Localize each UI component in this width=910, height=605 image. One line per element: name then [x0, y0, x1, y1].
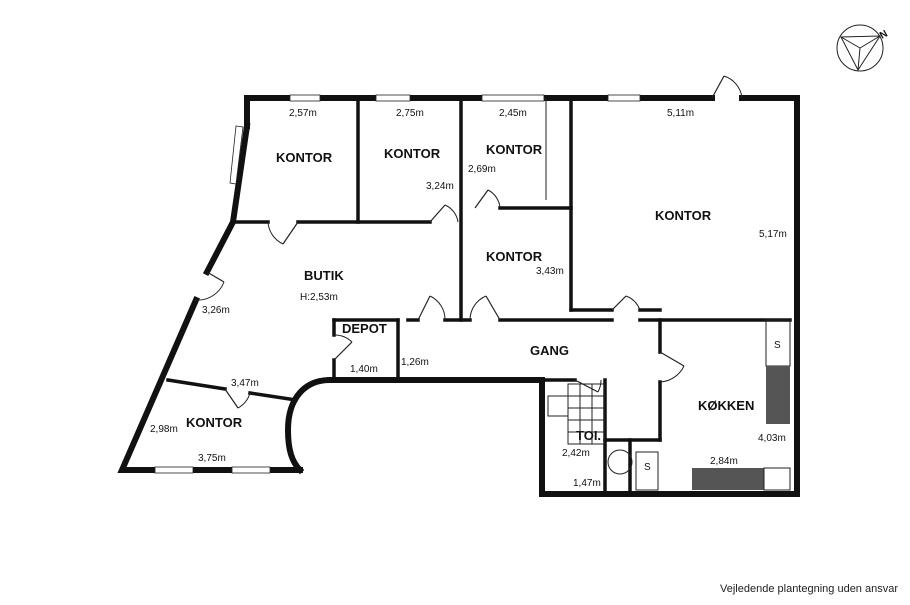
dimension-label: 4,03m	[758, 433, 786, 444]
door	[206, 271, 225, 283]
dimension-label: 2,45m	[499, 108, 527, 119]
door	[711, 75, 725, 99]
dimension-label: 2,42m	[562, 448, 590, 459]
room-label-toilet: TOI.	[576, 428, 601, 443]
dimension-labels: 2,57m 2,75m 2,45m 5,11m 3,24m 2,69m 5,17…	[150, 108, 787, 489]
door	[611, 295, 627, 311]
room-label-kontor: KONTOR	[276, 150, 333, 165]
room-label-gang: GANG	[530, 343, 569, 358]
room-label-kontor: KONTOR	[186, 415, 243, 430]
room-label-depot: DEPOT	[342, 321, 387, 336]
kitchen-counter	[692, 468, 764, 490]
dimension-label: 3,24m	[426, 181, 454, 192]
room-label-kontor: KONTOR	[486, 142, 543, 157]
doors	[195, 75, 743, 409]
door	[417, 295, 431, 321]
compass: N	[836, 24, 890, 72]
appliance	[763, 467, 791, 491]
room-labels: KONTOR KONTOR KONTOR KONTOR KONTOR BUTIK…	[186, 142, 754, 443]
wardrobe-label: S	[774, 340, 781, 351]
window	[481, 94, 545, 102]
door	[574, 379, 599, 393]
dimension-label: 5,17m	[759, 229, 787, 240]
dimension-label: 1,40m	[350, 364, 378, 375]
sink	[547, 395, 569, 417]
door	[474, 189, 489, 209]
window	[229, 125, 244, 185]
fixtures	[545, 98, 791, 491]
window	[375, 94, 411, 102]
door	[224, 388, 239, 409]
dimension-label: 3,43m	[536, 266, 564, 277]
window	[607, 94, 641, 102]
compass-north-label: N	[878, 28, 890, 41]
dimension-label: 3,26m	[202, 305, 230, 316]
shower-tiles	[567, 383, 605, 445]
windows	[154, 94, 641, 474]
dimension-label: 3,47m	[231, 378, 259, 389]
room-label-butik: BUTIK	[304, 268, 344, 283]
room-label-kokken: KØKKEN	[698, 398, 754, 413]
window	[231, 466, 271, 474]
compass-arrow-icon	[840, 35, 881, 71]
wardrobe-label: S	[644, 462, 651, 473]
dimension-label: 2,69m	[468, 164, 496, 175]
dimension-label: 5,11m	[667, 108, 694, 119]
door	[659, 351, 685, 367]
dimension-label: 1,26m	[401, 357, 429, 368]
interior-walls	[165, 96, 792, 496]
window	[154, 466, 194, 474]
dimension-label: 1,47m	[573, 478, 601, 489]
dimension-label: 3,75m	[198, 453, 226, 464]
kitchen-counter	[766, 366, 790, 424]
dimension-label: 2,57m	[289, 108, 317, 119]
door	[485, 295, 501, 321]
room-height-label: H:2,53m	[300, 292, 338, 303]
toilet-bowl	[607, 449, 633, 475]
wardrobe	[635, 451, 659, 491]
room-label-kontor: KONTOR	[486, 249, 543, 264]
compass-circle	[836, 24, 884, 72]
dimension-label: 2,75m	[396, 108, 424, 119]
room-label-kontor: KONTOR	[655, 208, 712, 223]
door	[333, 341, 353, 361]
door	[429, 204, 446, 223]
door	[282, 221, 299, 245]
room-label-kontor: KONTOR	[384, 146, 441, 161]
disclaimer-text: Vejledende plantegning uden ansvar	[720, 583, 898, 595]
fixture-labels: S S	[644, 340, 781, 473]
dimension-label: 2,84m	[710, 456, 738, 467]
window	[289, 94, 321, 102]
dimension-label: 2,98m	[150, 424, 178, 435]
